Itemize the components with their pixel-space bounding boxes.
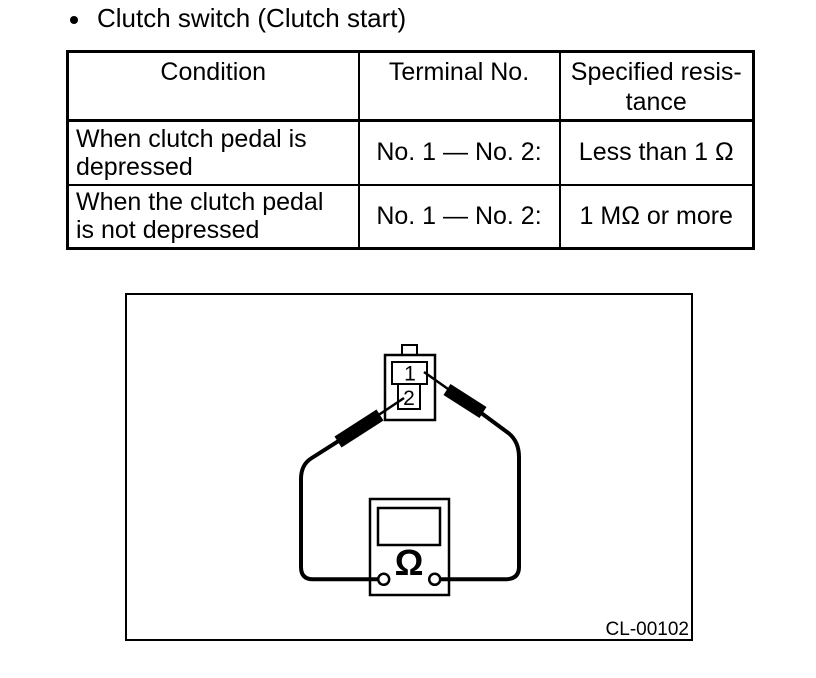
- condition-cell: When the clutch pedal is not depressed: [66, 183, 360, 250]
- meter-display: [376, 506, 442, 547]
- test-lead-left: [299, 396, 405, 582]
- figure-frame: 1 2 Ω CL-00102: [125, 293, 693, 641]
- header-condition: Condition: [66, 50, 360, 122]
- terminal-cell: No. 1 — No. 2:: [357, 183, 561, 250]
- table-row: When clutch pedal is depressed No. 1 — N…: [66, 119, 755, 186]
- meter-terminal-left: [376, 572, 391, 587]
- terminal-cell: No. 1 — No. 2:: [357, 119, 561, 186]
- resistance-cell: 1 MΩ or more: [558, 183, 755, 250]
- condition-line1: When clutch pedal is: [76, 124, 307, 153]
- circuit-diagram: 1 2 Ω CL-00102: [299, 344, 689, 639]
- ohm-symbol: Ω: [395, 542, 424, 583]
- page-title: Clutch switch (Clutch start): [97, 3, 407, 33]
- table-header-row: Condition Terminal No. Specified resis- …: [66, 50, 755, 122]
- condition-line2: depressed: [76, 152, 193, 181]
- section-title-row: Clutch switch (Clutch start): [70, 4, 406, 33]
- resistance-cell: Less than 1 Ω: [558, 119, 755, 186]
- terminal-2-box: [397, 383, 421, 410]
- header-resistance: Specified resis- tance: [558, 50, 755, 122]
- condition-line1: When the clutch pedal: [76, 188, 324, 217]
- probe-boot-left: [334, 409, 384, 448]
- spec-table: Condition Terminal No. Specified resis- …: [66, 50, 755, 250]
- lead-wire-right: [435, 399, 521, 582]
- condition-line2: is not depressed: [76, 216, 260, 245]
- probe-boot-right: [443, 384, 487, 418]
- terminal-1-label: 1: [404, 363, 416, 386]
- connector-tab: [401, 344, 418, 356]
- lead-wire-left: [299, 426, 385, 582]
- table-row: When the clutch pedal is not depressed N…: [66, 183, 755, 250]
- clutch-switch-connector: 1 2: [383, 344, 437, 422]
- header-resistance-line1: Specified resis-: [570, 58, 742, 86]
- ohmmeter: Ω: [376, 506, 442, 587]
- bullet-icon: [70, 15, 78, 24]
- test-lead-right: [423, 370, 521, 582]
- condition-cell: When clutch pedal is depressed: [66, 119, 360, 186]
- figure-code: CL-00102: [606, 619, 689, 639]
- header-resistance-line2: tance: [625, 87, 687, 116]
- terminal-2-label: 2: [403, 387, 415, 410]
- header-terminal: Terminal No.: [357, 50, 561, 122]
- meter-terminal-right: [427, 572, 442, 587]
